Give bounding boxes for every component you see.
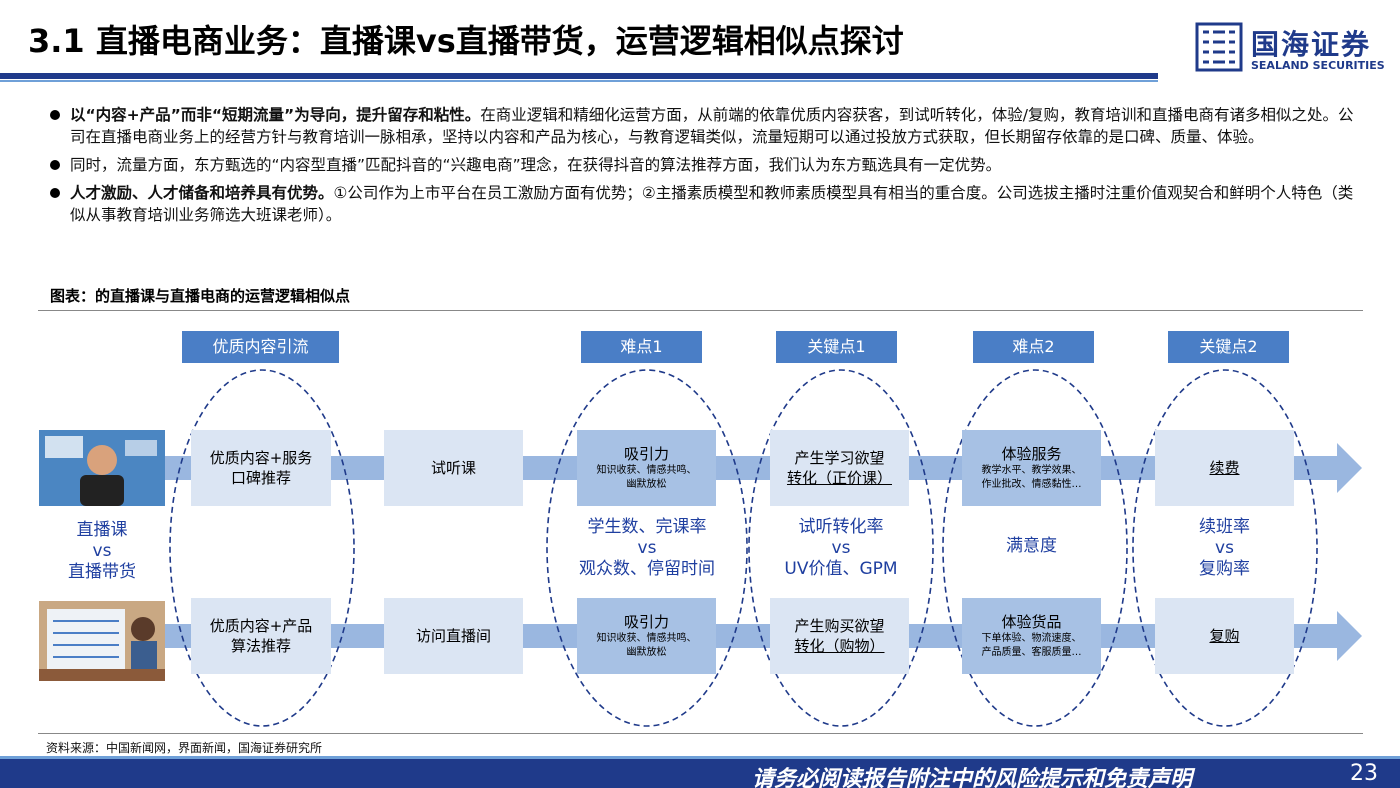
bullet-text: 同时，流量方面，东方甄选的“内容型直播”匹配抖音的“兴趣电商”理念，在获得抖音的… <box>70 156 1002 174</box>
dashed-ellipse-1 <box>169 369 355 727</box>
row2-content-box: 优质内容+产品 算法推荐 <box>191 598 331 674</box>
logo-text-en: SEALAND SECURITIES <box>1251 59 1385 72</box>
stage-header-content: 优质内容引流 <box>182 331 339 363</box>
stage-header-difficulty2: 难点2 <box>973 331 1094 363</box>
bullet-list: 以“内容+产品”而非“短期流量”为导向，提升留存和粘性。在商业逻辑和精细化运营方… <box>48 104 1358 232</box>
stage-header-key2: 关键点2 <box>1168 331 1289 363</box>
title-underline-accent <box>0 80 1158 82</box>
metric-renewal: 续班率 vs 复购率 <box>1199 517 1250 579</box>
sealand-logo-icon <box>1195 22 1243 72</box>
title-underline <box>0 73 1158 79</box>
logo-text-cn: 国海证券 <box>1251 28 1372 61</box>
bullet-bold: 人才激励、人才储备和培养具有优势。 <box>70 184 334 202</box>
row1-arrow <box>165 443 1362 493</box>
bullet-dot-icon <box>50 110 60 120</box>
row1-conversion-box: 产生学习欲望 转化（正价课） <box>770 430 909 506</box>
metric-conversion: 试听转化率 vs UV价值、GPM <box>784 517 898 579</box>
row2-experience-box: 体验货品 下单体验、物流速度、 产品质量、客服质量… <box>962 598 1101 674</box>
page-number: 23 <box>1350 761 1378 786</box>
row1-renewal-box: 续费 <box>1155 430 1294 506</box>
dashed-ellipse-2 <box>546 369 748 727</box>
live-commerce-photo <box>39 601 165 681</box>
bullet-item: 同时，流量方面，东方甄选的“内容型直播”匹配抖音的“兴趣电商”理念，在获得抖音的… <box>48 154 1358 176</box>
bullet-item: 以“内容+产品”而非“短期流量”为导向，提升留存和粘性。在商业逻辑和精细化运营方… <box>48 104 1358 148</box>
stage-header-key1: 关键点1 <box>776 331 897 363</box>
disclaimer-text: 请务必阅读报告附注中的风险提示和免责声明 <box>752 767 1193 788</box>
bullet-text: ①公司作为上市平台在员工激励方面有优势；②主播素质模型和教师素质模型具有相当的重… <box>70 184 1354 224</box>
row2-repurchase-box: 复购 <box>1155 598 1294 674</box>
comparison-label: 直播课 vs 直播带货 <box>68 520 136 582</box>
bullet-bold: 以“内容+产品”而非“短期流量”为导向，提升留存和粘性。 <box>70 106 481 124</box>
company-logo: 国海证券 SEALAND SECURITIES <box>1195 22 1385 74</box>
bullet-item: 人才激励、人才储备和培养具有优势。①公司作为上市平台在员工激励方面有优势；②主播… <box>48 182 1358 226</box>
figure-divider <box>38 310 1363 311</box>
row2-conversion-box: 产生购买欲望 转化（购物） <box>770 598 909 674</box>
bullet-dot-icon <box>50 160 60 170</box>
live-class-photo <box>39 430 165 506</box>
row2-visit-box: 访问直播间 <box>384 598 523 674</box>
dashed-ellipse-3 <box>748 369 934 727</box>
footer-stripe <box>0 756 1400 759</box>
footer-bar <box>0 759 1400 788</box>
dashed-ellipse-4 <box>942 369 1128 727</box>
source-divider <box>38 733 1363 734</box>
bullet-dot-icon <box>50 188 60 198</box>
stage-header-difficulty1: 难点1 <box>581 331 702 363</box>
source-note: 资料来源：中国新闻网，界面新闻，国海证券研究所 <box>46 741 323 755</box>
figure-title: 图表：的直播课与直播电商的运营逻辑相似点 <box>50 287 351 305</box>
page-title: 3.1 直播电商业务：直播课vs直播带货，运营逻辑相似点探讨 <box>28 22 904 60</box>
row1-experience-box: 体验服务 教学水平、教学效果、 作业批改、情感黏性… <box>962 430 1101 506</box>
metric-students: 学生数、完课率 vs 观众数、停留时间 <box>579 517 715 579</box>
row2-arrow <box>165 611 1362 661</box>
live-class-image-icon <box>39 430 165 506</box>
live-commerce-image-icon <box>39 601 165 681</box>
row1-content-box: 优质内容+服务 口碑推荐 <box>191 430 331 506</box>
bullet-text: 在商业逻辑和精细化运营方面，从前端的依靠优质内容获客，到试听转化，体验/复购，教… <box>70 106 1354 146</box>
metric-satisfaction: 满意度 <box>1006 536 1057 556</box>
row2-attraction-box: 吸引力 知识收获、情感共鸣、 幽默放松 <box>577 598 716 674</box>
dashed-ellipse-5 <box>1132 369 1318 727</box>
row1-attraction-box: 吸引力 知识收获、情感共鸣、 幽默放松 <box>577 430 716 506</box>
row1-trial-box: 试听课 <box>384 430 523 506</box>
